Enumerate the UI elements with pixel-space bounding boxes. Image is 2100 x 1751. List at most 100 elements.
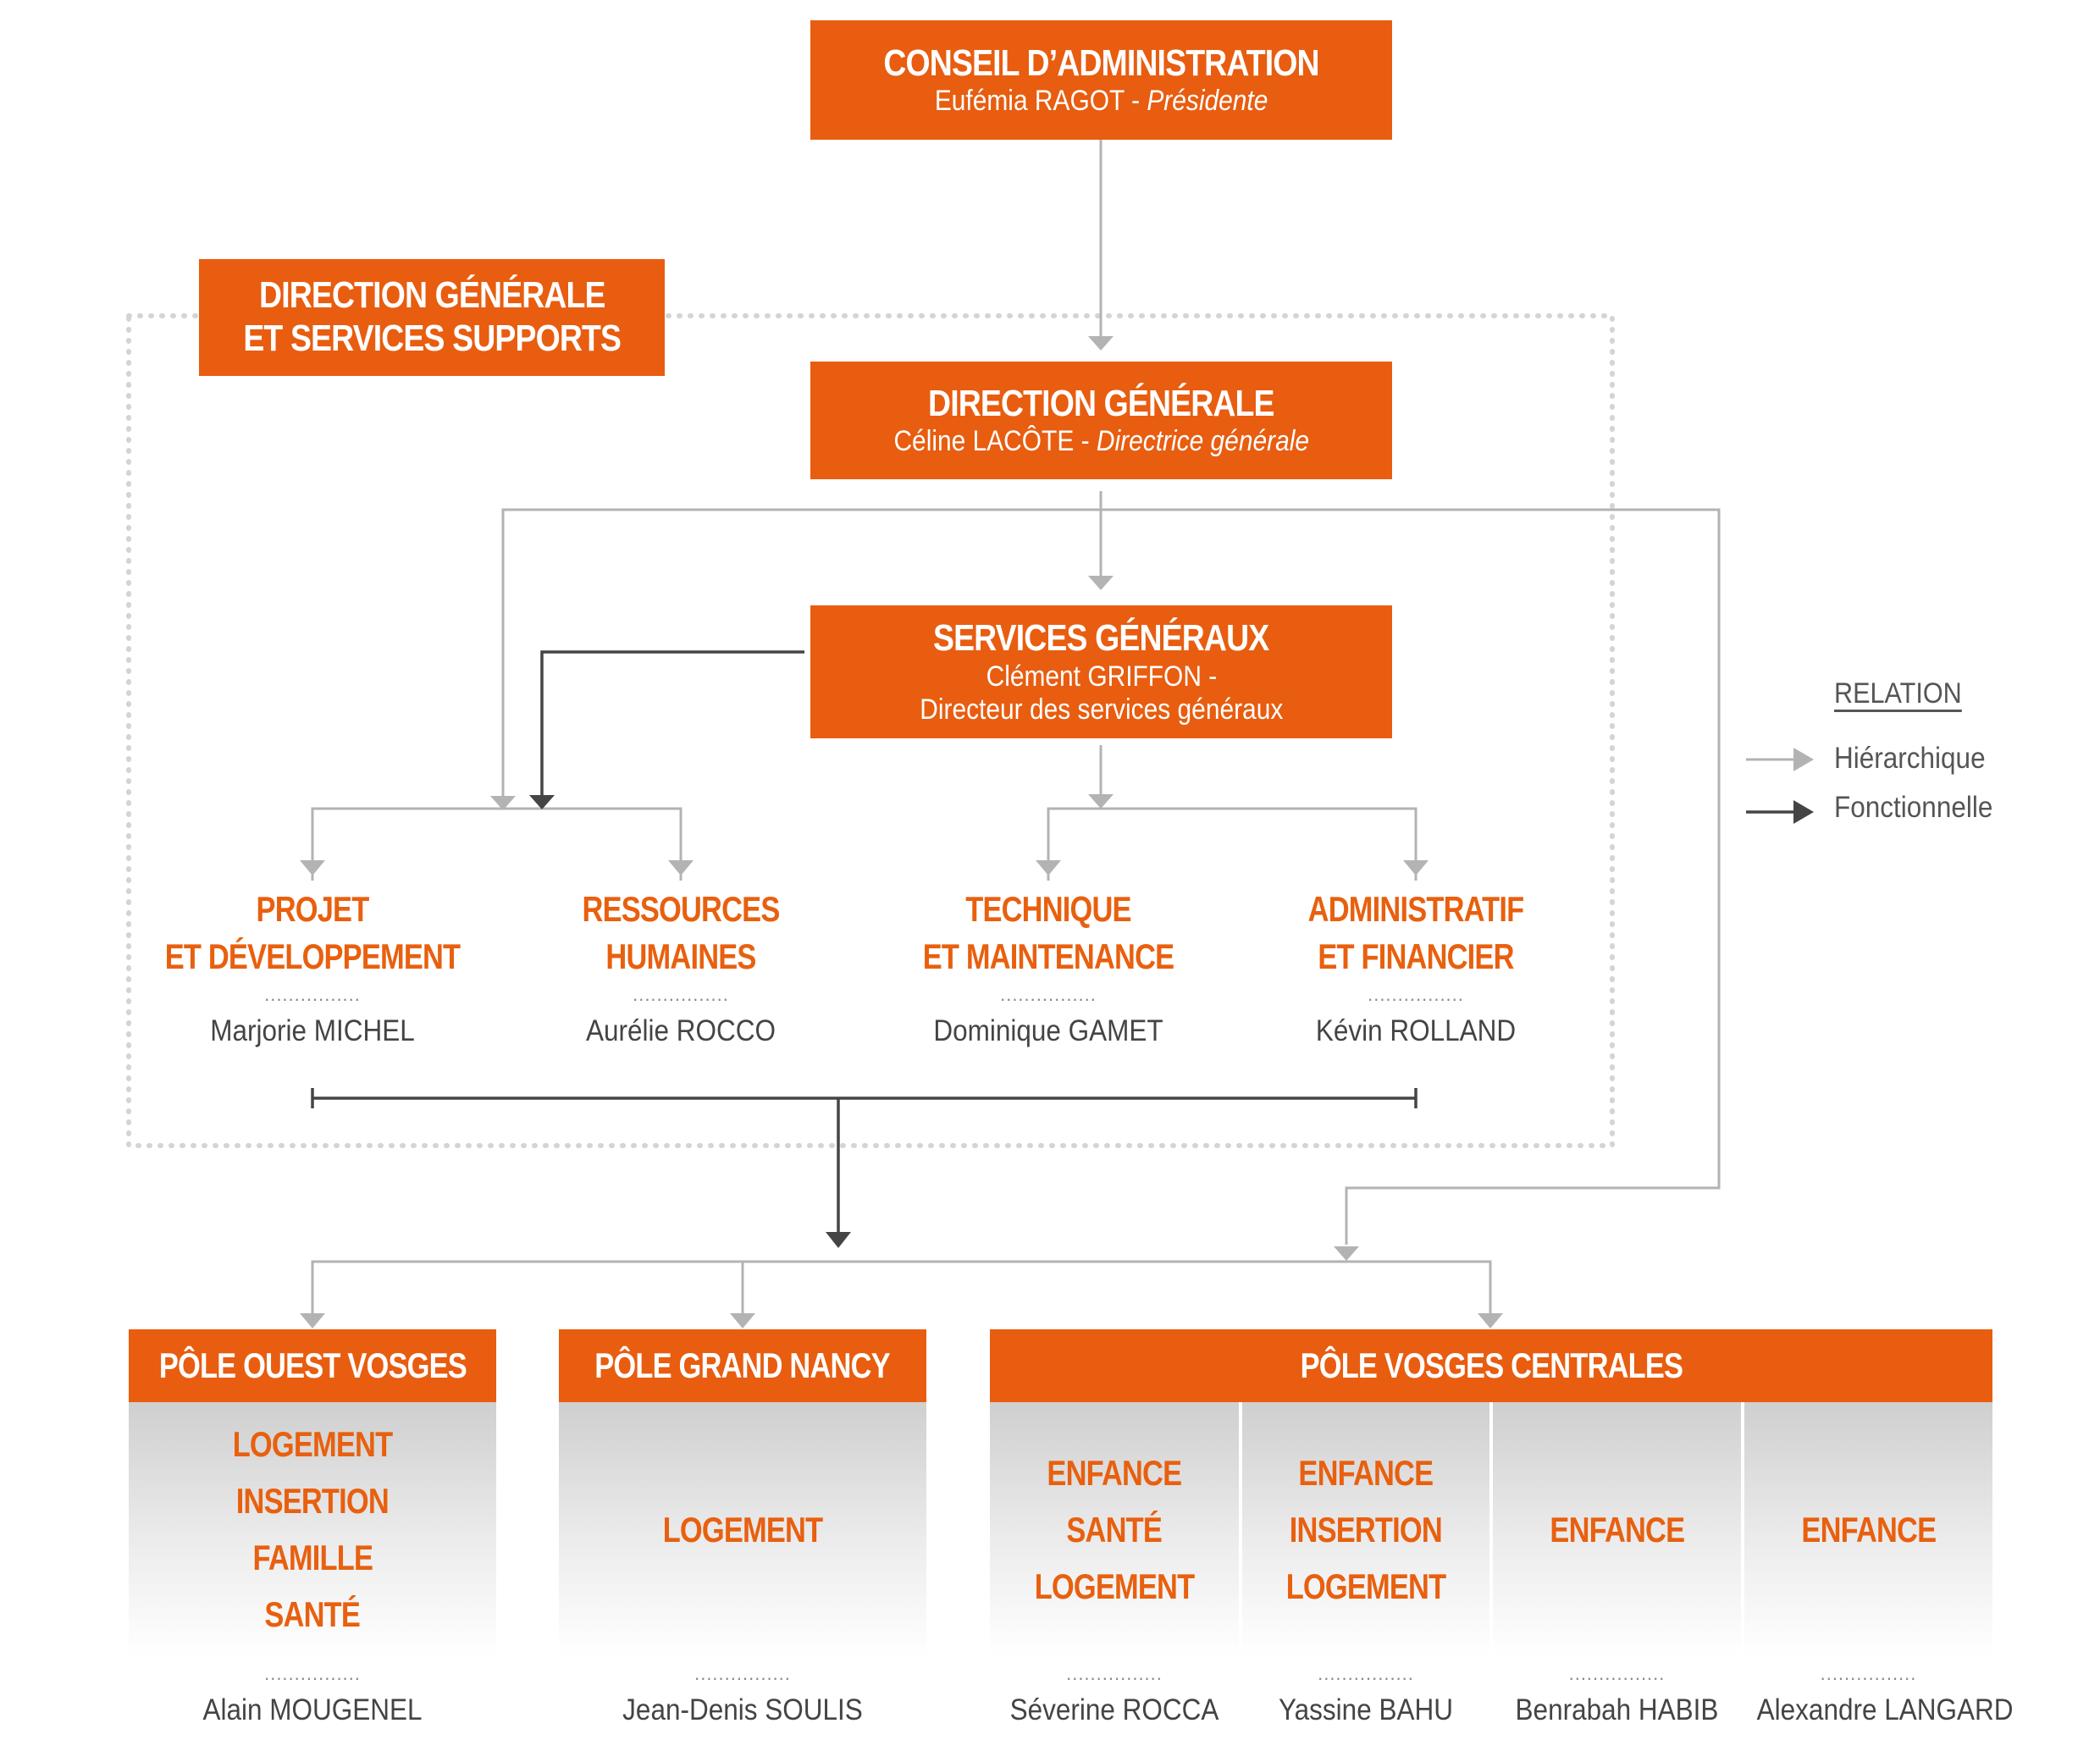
services-line2: Directeur des services généraux	[919, 693, 1284, 726]
arrowhead	[300, 860, 325, 876]
pole-section-body: ENFANCE	[1493, 1402, 1741, 1656]
pole-activity: INSERTION	[1289, 1509, 1443, 1549]
pole-section-footer: ................ Yassine BAHU	[1242, 1660, 1489, 1729]
pole-grand-nancy-header: PÔLE GRAND NANCY	[559, 1329, 926, 1402]
direction-person: Céline LACÔTE	[893, 425, 1075, 458]
pole-dots: ................	[1066, 1663, 1163, 1684]
line-services-functional	[540, 650, 804, 796]
department-title-line1: ADMINISTRATIF	[1307, 889, 1524, 929]
arrowhead	[490, 796, 516, 810]
pole-section-body: ENFANCE SANTÉ LOGEMENT	[990, 1402, 1239, 1656]
pole-name: PÔLE GRAND NANCY	[594, 1345, 891, 1385]
pole-activity: ENFANCE	[1801, 1509, 1937, 1549]
group-label-line1: DIRECTION GÉNÉRALE	[258, 274, 605, 317]
pole-section-footer: ................ Alexandre LANGARD	[1744, 1660, 2014, 1729]
board-role: Présidente	[1147, 85, 1268, 118]
arrowhead	[300, 1313, 325, 1328]
board-person: Eufémia RAGOT	[934, 85, 1125, 118]
pole-person: Alexandre LANGARD	[1756, 1693, 2014, 1726]
department-person: Aurélie ROCCO	[585, 1014, 776, 1047]
group-label-line2: ET SERVICES SUPPORTS	[243, 318, 622, 359]
department-title-line1: TECHNIQUE	[965, 889, 1131, 929]
arrowhead	[826, 1232, 851, 1248]
pole-name: PÔLE VOSGES CENTRALES	[1300, 1345, 1683, 1385]
department-person: Dominique GAMET	[933, 1014, 1163, 1047]
arrowhead	[1334, 1246, 1359, 1261]
pole-section-footer: ................ Benrabah HABIB	[1493, 1660, 1741, 1729]
pole-activity: FAMILLE	[252, 1538, 373, 1577]
legend-hierarchical-label: Hiérarchique	[1834, 742, 1986, 775]
department-title-line2: HUMAINES	[605, 936, 756, 976]
department-title-line2: ET FINANCIER	[1318, 936, 1514, 976]
pole-activity: ENFANCE	[1298, 1452, 1434, 1493]
pole-activity: ENFANCE	[1550, 1509, 1685, 1549]
pole-ouest-vosges-footer: ................ Alain MOUGENEL	[129, 1660, 496, 1729]
direction-title: DIRECTION GÉNÉRALE	[928, 382, 1274, 424]
arrowhead	[1478, 1313, 1503, 1328]
direction-role: Directrice générale	[1096, 425, 1309, 458]
group-label-box: DIRECTION GÉNÉRALE ET SERVICES SUPPORTS	[199, 259, 665, 376]
department-person: Kévin ROLLAND	[1315, 1014, 1517, 1047]
line-direction-left	[501, 508, 1721, 1245]
pole-activity: LOGEMENT	[1285, 1566, 1446, 1606]
pole-section-footer: ................ Séverine ROCCA	[990, 1660, 1239, 1729]
pole-grand-nancy-body: LOGEMENT	[559, 1402, 926, 1656]
line-poles-bar	[311, 1260, 1492, 1319]
department-dots: ................	[1368, 984, 1464, 1005]
arrowhead	[1403, 860, 1429, 876]
pole-person: Jean-Denis SOULIS	[622, 1693, 863, 1726]
department-dots: ................	[264, 984, 361, 1005]
pole-dots: ................	[1568, 1663, 1666, 1684]
department-title-line2: ET DÉVELOPPEMENT	[164, 936, 461, 976]
pole-activity: SANTÉ	[1066, 1509, 1163, 1549]
services-box: SERVICES GÉNÉRAUX Clément GRIFFON - Dire…	[810, 605, 1392, 738]
department-administratif: ADMINISTRATIF ET FINANCIER .............…	[1230, 886, 1602, 1050]
pole-person: Yassine BAHU	[1278, 1693, 1453, 1726]
line-services-right-bar	[1047, 807, 1418, 881]
pole-activity: LOGEMENT	[1034, 1566, 1195, 1606]
pole-person: Séverine ROCCA	[1009, 1693, 1219, 1726]
pole-ouest-vosges-body: LOGEMENT INSERTION FAMILLE SANTÉ	[129, 1402, 496, 1656]
pole-person: Alain MOUGENEL	[202, 1693, 423, 1726]
pole-activity: SANTÉ	[264, 1594, 361, 1634]
legend-arrowhead-hierarchical	[1793, 748, 1814, 771]
legend-title: RELATION	[1834, 677, 1962, 710]
pole-section-body: ENFANCE	[1744, 1402, 1992, 1656]
pole-activity: LOGEMENT	[662, 1509, 823, 1549]
line-left-bar	[311, 807, 682, 881]
pole-dots: ................	[694, 1663, 791, 1684]
pole-vosges-centrales-header: PÔLE VOSGES CENTRALES	[990, 1329, 1992, 1402]
direction-box: DIRECTION GÉNÉRALE Céline LACÔTE - Direc…	[810, 362, 1392, 479]
pole-dots: ................	[264, 1663, 361, 1684]
services-title: SERVICES GÉNÉRAUX	[933, 617, 1269, 660]
arrowhead	[529, 795, 555, 809]
services-line1: Clément GRIFFON -	[986, 660, 1217, 693]
department-person: Marjorie MICHEL	[210, 1014, 415, 1047]
legend-functional-label: Fonctionnelle	[1834, 791, 1993, 824]
department-title-line2: ET MAINTENANCE	[922, 936, 1174, 976]
department-dots: ................	[1000, 984, 1097, 1005]
arrowhead	[1088, 794, 1114, 809]
arrowhead	[668, 860, 694, 876]
pole-person: Benrabah HABIB	[1515, 1693, 1719, 1726]
board-title: CONSEIL D’ADMINISTRATION	[883, 41, 1319, 84]
arrowhead	[1088, 576, 1114, 590]
pole-activity: ENFANCE	[1047, 1452, 1183, 1493]
pole-section-body: ENFANCE INSERTION LOGEMENT	[1242, 1402, 1489, 1656]
pole-grand-nancy-footer: ................ Jean-Denis SOULIS	[559, 1660, 926, 1729]
pole-ouest-vosges-header: PÔLE OUEST VOSGES	[129, 1329, 496, 1402]
department-projet: PROJET ET DÉVELOPPEMENT ................…	[126, 886, 499, 1050]
pole-activity: INSERTION	[235, 1481, 390, 1521]
arrowhead	[1088, 336, 1114, 351]
pole-activity: LOGEMENT	[232, 1424, 393, 1464]
department-title-line1: RESSOURCES	[582, 889, 781, 929]
legend-arrowhead-functional	[1793, 800, 1814, 824]
pole-dots: ................	[1820, 1663, 1917, 1684]
department-dots: ................	[633, 984, 729, 1005]
pole-dots: ................	[1318, 1663, 1414, 1684]
department-title-line1: PROJET	[256, 889, 370, 929]
department-rh: RESSOURCES HUMAINES ................ Aur…	[495, 886, 867, 1050]
arrowhead	[1036, 860, 1061, 876]
arrowhead	[730, 1313, 755, 1328]
